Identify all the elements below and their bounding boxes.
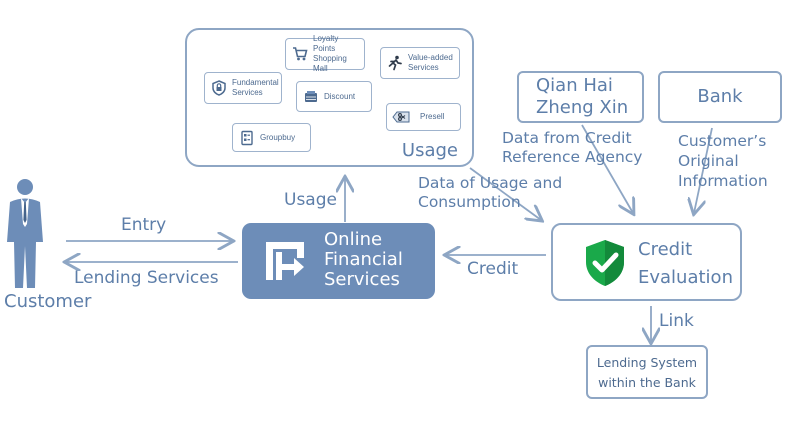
data-of-usage-label: Data of Usage and Consumption <box>418 174 563 211</box>
data-of-usage-arrow <box>469 167 541 220</box>
credit-evaluation-node: Credit Evaluation <box>551 223 742 301</box>
usage-box: Fundamental Services Loyalty Points Shop… <box>185 28 474 167</box>
shield-check-icon <box>583 238 627 292</box>
entry-label: Entry <box>121 215 167 235</box>
service-loyalty-points: Loyalty Points Shopping Mall <box>285 34 365 73</box>
service-groupbuy: Groupbuy <box>232 123 311 152</box>
service-value-added: Value-added Services <box>380 47 460 79</box>
bank-label: Bank <box>697 86 743 107</box>
discount-tag-icon <box>302 88 320 106</box>
lending-system-node: Lending System within the Bank <box>586 345 708 399</box>
data-from-credit-label: Data from Credit Reference Agency <box>502 129 643 166</box>
bank-node: Bank <box>658 71 782 123</box>
lending-services-label: Lending Services <box>74 268 219 288</box>
credit-edge-label: Credit <box>467 259 519 279</box>
shield-lock-icon <box>210 79 228 97</box>
login-door-icon <box>262 238 308 288</box>
usage-edge-label: Usage <box>284 190 337 210</box>
qian-hai-zheng-xin-node: Qian Hai Zheng Xin <box>517 71 644 123</box>
customer-figure-icon <box>6 176 44 294</box>
lending-system-label: Lending System within the Bank <box>596 355 698 390</box>
receipt-icon <box>238 129 256 147</box>
customer-label: Customer <box>4 291 92 312</box>
bank-arrow <box>694 127 713 213</box>
service-fundamental: Fundamental Services <box>204 72 282 104</box>
service-presell: Presell <box>386 103 461 131</box>
usage-box-title: Usage <box>401 140 458 161</box>
service-discount: Discount <box>296 81 372 112</box>
customers-original-label: Customer’s Original Information <box>678 132 768 190</box>
online-financial-services-node: Online Financial Services <box>242 223 435 299</box>
online-financial-services-label: Online Financial Services <box>324 229 403 290</box>
credit-evaluation-label: Credit Evaluation <box>638 239 733 288</box>
shopping-cart-icon <box>291 45 309 63</box>
qian-hai-zheng-xin-label: Qian Hai Zheng Xin <box>536 75 629 118</box>
ticket-scissors-icon <box>392 108 410 126</box>
qian-hai-arrow <box>581 124 633 213</box>
link-label: Link <box>659 311 694 331</box>
running-person-icon <box>386 54 404 72</box>
